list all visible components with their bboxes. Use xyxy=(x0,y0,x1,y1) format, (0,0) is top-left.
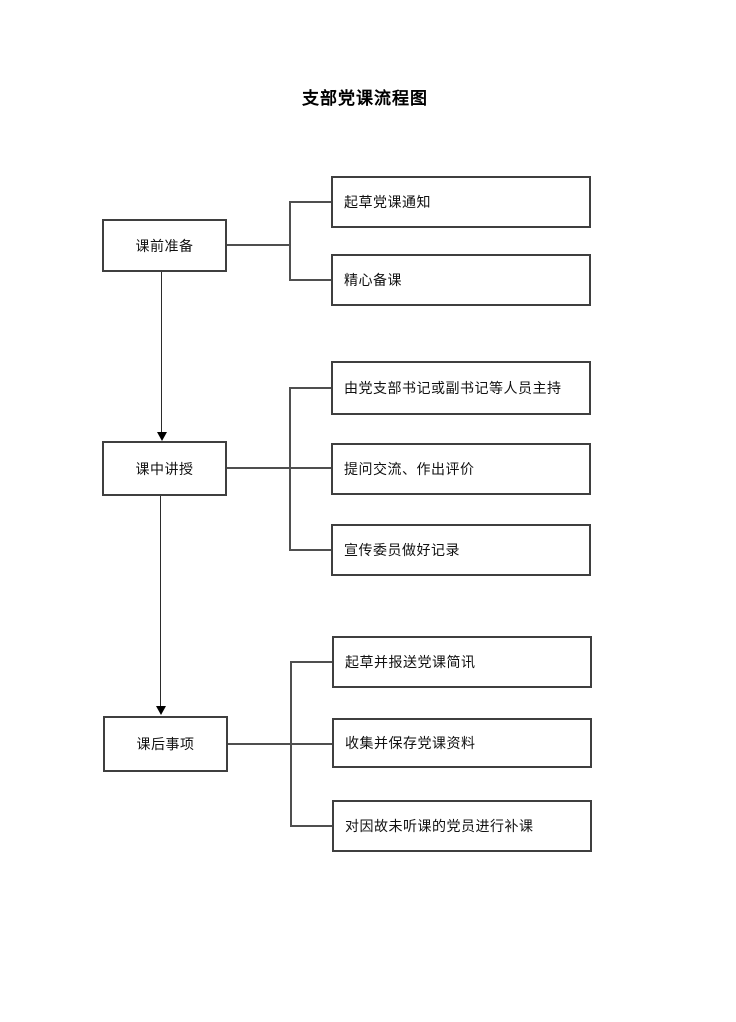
page-title: 支部党课流程图 xyxy=(302,89,428,108)
task-box-submit-newsletter: 起草并报送党课简讯 xyxy=(332,636,592,688)
connector-horizontal xyxy=(227,467,291,469)
flow-arrow-stem xyxy=(160,496,161,706)
task-box-prepare-lesson: 精心备课 xyxy=(331,254,591,306)
branch-line xyxy=(291,661,332,663)
branch-line xyxy=(290,549,331,551)
branch-line xyxy=(290,201,331,203)
branch-line xyxy=(290,387,331,389)
branch-line xyxy=(290,467,331,469)
connector-horizontal xyxy=(228,743,292,745)
arrowhead-down-icon xyxy=(156,706,166,715)
flow-arrow-stem xyxy=(161,272,162,433)
connector-vertical xyxy=(289,201,291,281)
task-box-makeup-lessons: 对因故未听课的党员进行补课 xyxy=(332,800,592,852)
stage-box-post-class: 课后事项 xyxy=(103,716,228,772)
connector-horizontal xyxy=(227,244,291,246)
task-box-draft-notice: 起草党课通知 xyxy=(331,176,591,228)
arrowhead-down-icon xyxy=(157,432,167,441)
branch-line xyxy=(291,825,332,827)
branch-line xyxy=(290,279,331,281)
task-box-archive-materials: 收集并保存党课资料 xyxy=(332,718,592,768)
task-box-hosted-by-secretary: 由党支部书记或副书记等人员主持 xyxy=(331,361,591,415)
branch-line xyxy=(291,743,332,745)
task-box-question-evaluate: 提问交流、作出评价 xyxy=(331,443,591,495)
task-box-keep-records: 宣传委员做好记录 xyxy=(331,524,591,576)
stage-box-pre-class: 课前准备 xyxy=(102,219,227,272)
connector-vertical xyxy=(289,387,291,551)
stage-box-in-class: 课中讲授 xyxy=(102,441,227,496)
